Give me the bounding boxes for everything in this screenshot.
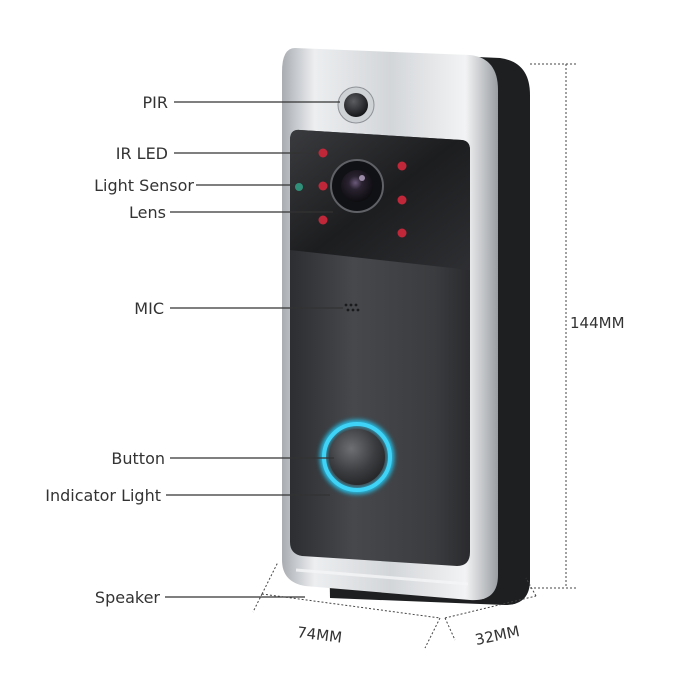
height-dimension-label: 144MM: [570, 314, 625, 332]
speaker-strip: [295, 568, 469, 586]
ir-led: [318, 181, 328, 191]
callout-labels: PIR IR LED Light Sensor Lens MIC Button …: [45, 93, 194, 607]
width-left-end: [252, 593, 263, 613]
camera-lens: [341, 170, 373, 202]
ir-led: [318, 148, 328, 158]
lens-highlight: [359, 175, 365, 181]
mic-label: MIC: [134, 299, 164, 318]
lens-label: Lens: [129, 203, 166, 222]
pir-label: PIR: [143, 93, 168, 112]
ir-led-label: IR LED: [116, 144, 168, 163]
ir-led: [397, 228, 407, 238]
width-dimension-line: [261, 593, 441, 619]
doorbell-device: [282, 48, 530, 605]
indicator-light-ring: [322, 422, 392, 492]
ir-led: [397, 195, 407, 205]
depth-left-tick: [444, 617, 456, 641]
ir-led: [318, 215, 328, 225]
mic-holes: [344, 303, 360, 312]
light-sensor: [295, 183, 303, 191]
depth-dimension-label: 32MM: [473, 622, 521, 649]
depth-right-tick: [525, 577, 537, 597]
pir-sensor: [344, 93, 368, 117]
width-right-tick: [424, 617, 441, 649]
speaker-label: Speaker: [95, 588, 161, 607]
ir-led: [397, 161, 407, 171]
doorbell-button: [329, 429, 385, 485]
button-label: Button: [111, 449, 165, 468]
width-left-tick: [261, 561, 279, 595]
dimension-lines: [252, 63, 578, 649]
light-sensor-label: Light Sensor: [94, 176, 194, 195]
callout-lines: [165, 101, 343, 598]
width-dimension-label: 74MM: [296, 623, 343, 646]
indicator-light-label: Indicator Light: [45, 486, 161, 505]
